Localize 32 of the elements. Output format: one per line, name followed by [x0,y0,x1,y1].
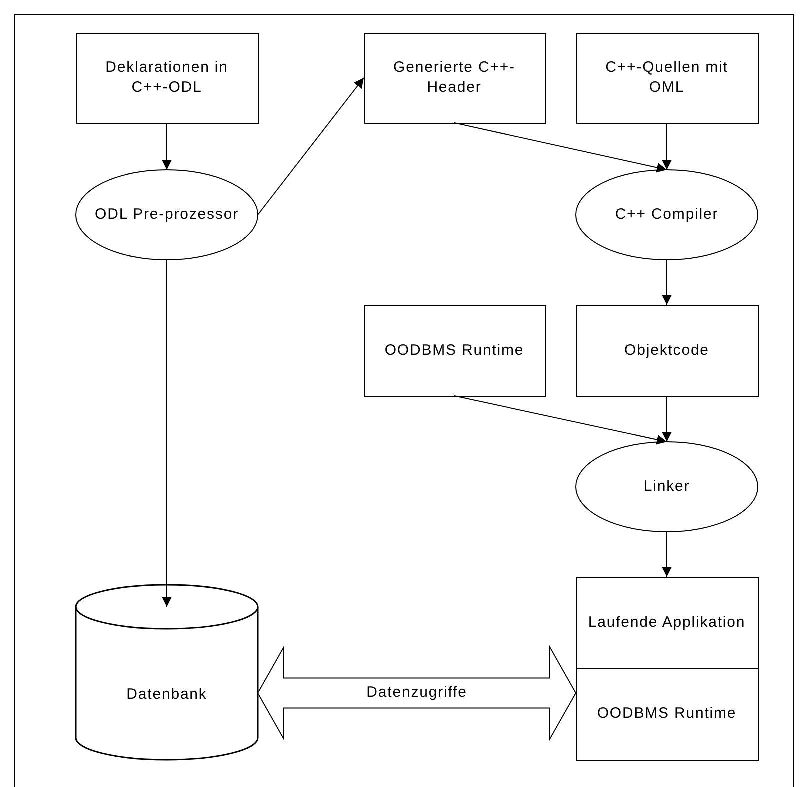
process-box [364,305,546,397]
process-box [576,305,759,397]
arrow [662,122,672,170]
node-label: ODL Pre-prozessor [95,205,239,225]
process-ellipse [576,170,758,260]
process-ellipse [76,170,258,260]
arrow [662,260,672,306]
arrow [162,260,172,608]
arrow [662,532,672,578]
arrow [454,396,668,445]
process-box [576,577,759,669]
process-box [76,33,259,124]
arrow [258,78,364,216]
process-box [364,33,546,124]
node-label: Deklarationen in C++-ODL [104,58,230,98]
arrow [662,396,672,442]
database-cylinder [75,584,259,761]
node-label: Objektcode [624,340,710,360]
node-label: Generierte C++-Header [392,58,516,98]
arrow [162,122,172,170]
arrow [454,122,668,173]
edge-label: Datenzugriffe [366,684,468,702]
node-label: C++-Quellen mit OML [604,58,730,98]
node-label: Laufende Applikation [588,612,746,632]
node-label: OODBMS Runtime [384,340,524,360]
node-label: Datenbank [126,684,208,704]
node-label: C++ Compiler [615,205,719,225]
node-label: Linker [644,477,690,497]
process-box [576,33,759,124]
process-box [576,668,759,761]
process-ellipse [576,442,758,532]
node-label: OODBMS Runtime [597,704,737,724]
